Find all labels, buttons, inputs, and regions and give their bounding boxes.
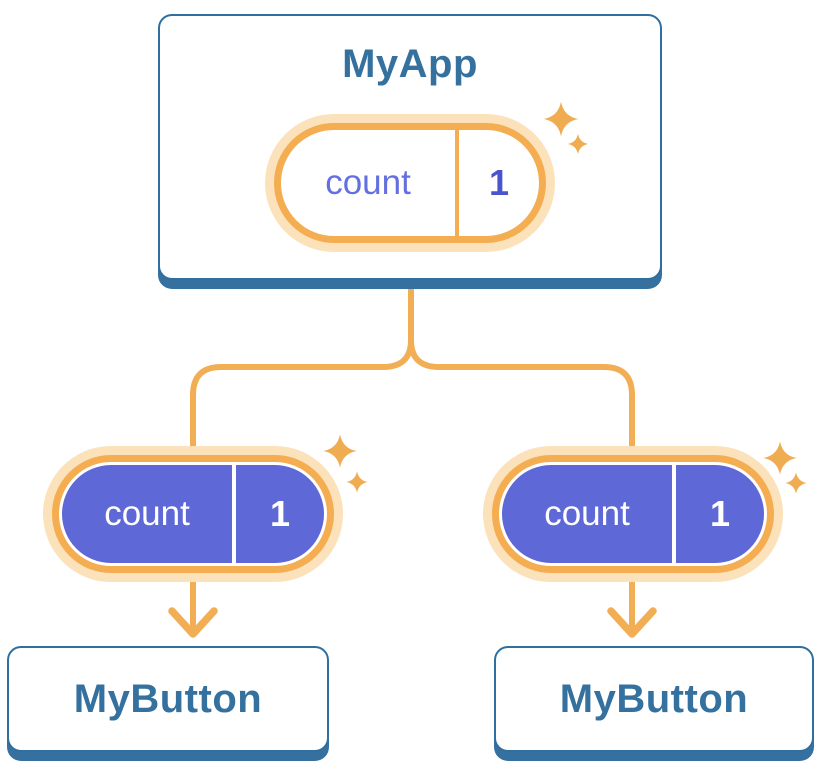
prop-name-label: count xyxy=(104,494,190,533)
sparkle-icon xyxy=(785,472,807,494)
pill-divider xyxy=(455,130,459,236)
prop-pill-body: count 1 xyxy=(62,465,324,563)
component-title: MyApp xyxy=(342,42,478,86)
state-pill-ring: count 1 xyxy=(274,123,546,243)
prop-pill-ring: count 1 xyxy=(492,455,774,573)
prop-pill-right: count 1 xyxy=(483,446,783,582)
root-component-card: MyApp count 1 xyxy=(158,14,662,280)
pill-divider xyxy=(672,465,676,563)
prop-value-label: 1 xyxy=(269,493,291,534)
arrow-down-icon xyxy=(168,607,218,638)
component-title: MyButton xyxy=(559,676,749,721)
prop-pill-ring: count 1 xyxy=(52,455,334,573)
prop-name-label: count xyxy=(544,494,630,533)
sparkle-icon xyxy=(323,434,357,468)
child-component-card-right: MyButton xyxy=(494,646,814,752)
state-value-label: 1 xyxy=(488,162,510,203)
state-pill: count 1 xyxy=(265,114,555,252)
prop-pill-left: count 1 xyxy=(43,446,343,582)
prop-pill-body: count 1 xyxy=(502,465,764,563)
sparkle-icon xyxy=(346,471,368,493)
state-name-label: count xyxy=(325,163,411,202)
sparkle-icon xyxy=(763,441,797,475)
child-component-card-left: MyButton xyxy=(7,646,329,752)
arrow-down-icon xyxy=(607,607,657,638)
component-title: MyButton xyxy=(73,676,263,721)
prop-value-label: 1 xyxy=(709,493,731,534)
